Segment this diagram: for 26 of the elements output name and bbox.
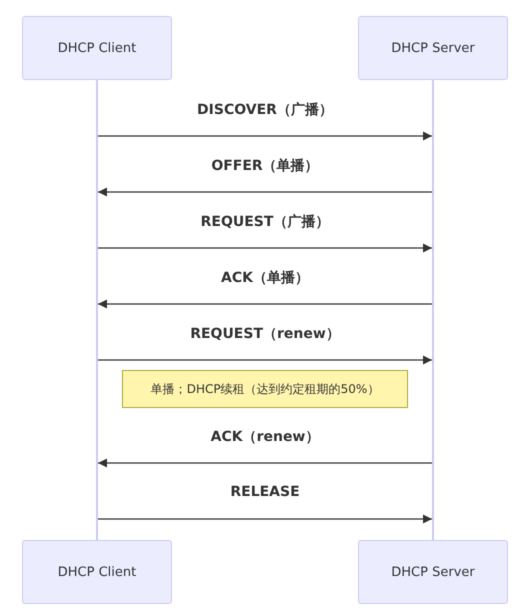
message-label: ACK（renew） bbox=[210, 428, 320, 446]
message-label: DISCOVER（广播） bbox=[197, 101, 333, 119]
note-text: 单播；DHCP续租（达到约定租期的50%） bbox=[150, 380, 380, 398]
message-label: RELEASE bbox=[230, 484, 300, 500]
participant-box bbox=[22, 540, 172, 604]
message-arrow bbox=[98, 244, 432, 252]
message-arrow bbox=[98, 356, 432, 364]
message-arrow bbox=[98, 188, 432, 196]
participant-box bbox=[358, 540, 508, 604]
note-box bbox=[122, 370, 408, 408]
participant-name: DHCP Client bbox=[58, 564, 136, 580]
participant-box bbox=[22, 16, 172, 80]
message-arrow bbox=[98, 132, 432, 140]
message-arrow bbox=[98, 514, 432, 524]
participant-box bbox=[358, 16, 508, 80]
participant-name: DHCP Server bbox=[391, 564, 475, 580]
message-label: REQUEST（广播） bbox=[200, 213, 330, 231]
lifeline bbox=[432, 80, 434, 540]
message-arrow bbox=[98, 300, 432, 308]
participant-name: DHCP Server bbox=[391, 40, 475, 56]
message-label: REQUEST（renew） bbox=[190, 325, 340, 343]
message-label: ACK（单播） bbox=[221, 269, 309, 287]
participant-name: DHCP Client bbox=[58, 40, 136, 56]
lifeline bbox=[96, 80, 98, 540]
message-arrow bbox=[98, 458, 432, 468]
message-label: OFFER（单播） bbox=[211, 157, 319, 175]
